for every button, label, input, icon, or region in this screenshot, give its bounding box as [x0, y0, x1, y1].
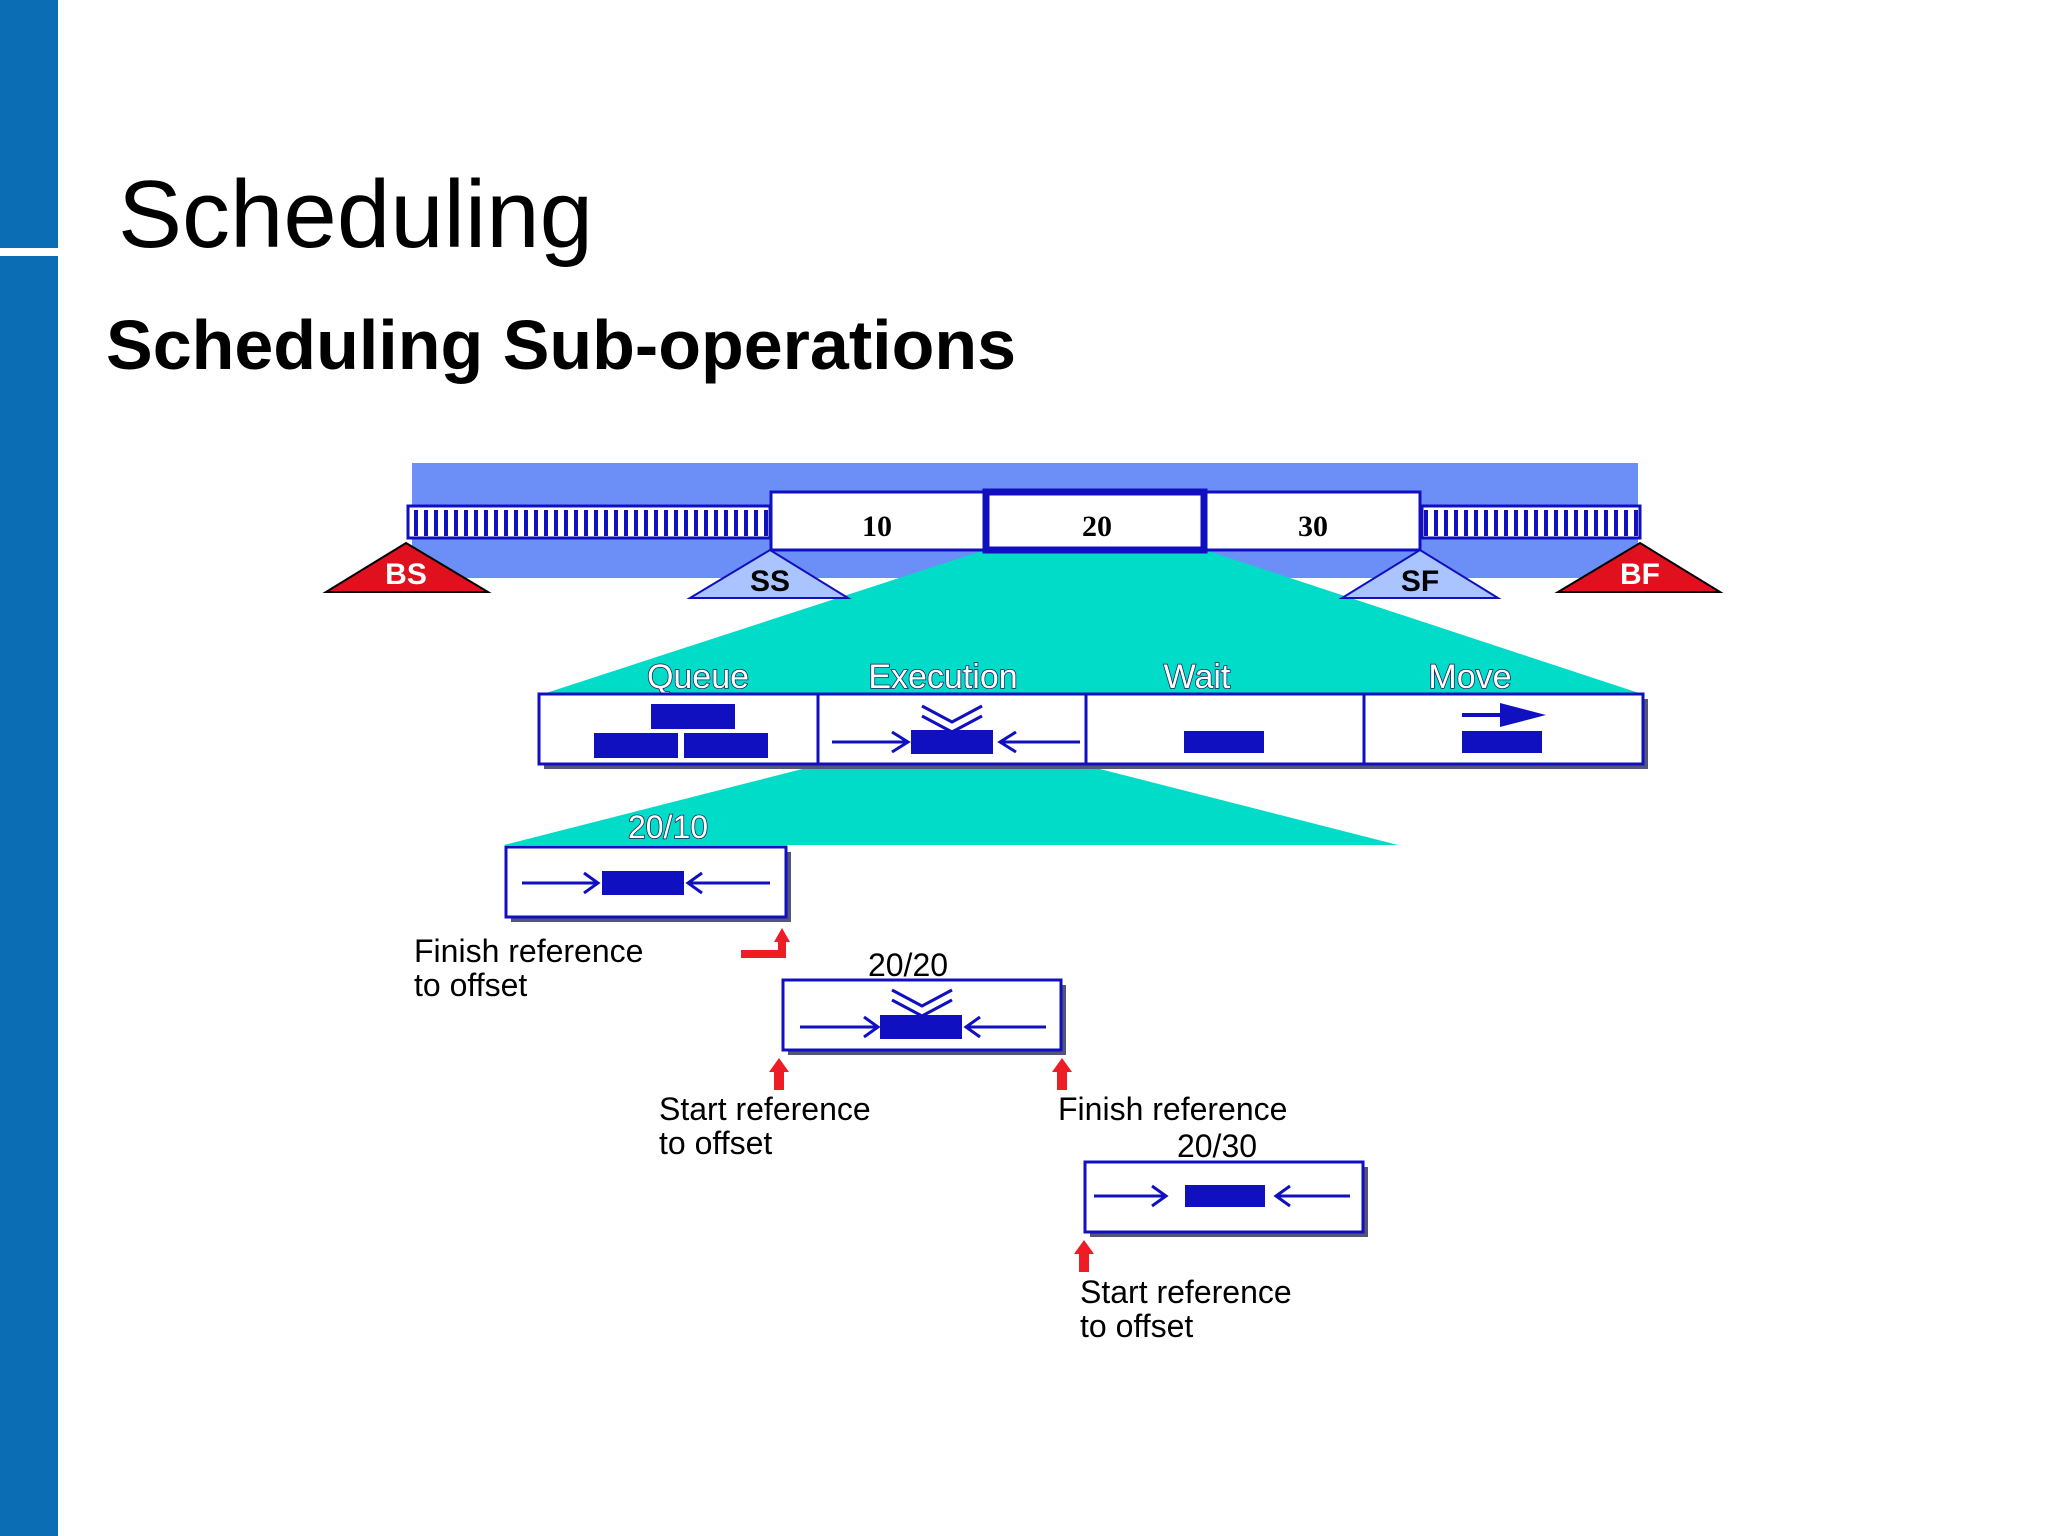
marker-sf-label: SF — [1401, 565, 1439, 598]
offset-20-10-label: 20/10 — [628, 809, 708, 845]
red-up-arrow-icon — [1074, 1240, 1094, 1272]
float-left — [406, 504, 772, 540]
zoom-funnel-2 — [504, 765, 1398, 845]
execution-bar — [911, 730, 993, 754]
start-ref-note-3-line2: to offset — [1080, 1308, 1193, 1344]
subop-move — [1362, 692, 1645, 766]
subop-move-label: Move — [1428, 658, 1511, 696]
operation-10-label: 10 — [862, 510, 892, 543]
offset-box-20-20 — [781, 978, 1066, 1055]
offset-20-20-label: 20/20 — [868, 947, 948, 983]
start-ref-note-line1: Start reference — [659, 1091, 871, 1127]
move-arrow-icon — [1462, 703, 1546, 753]
wait-bar-icon — [1184, 731, 1264, 753]
marker-bf-label: BF — [1620, 558, 1660, 591]
operation-30: 30 — [1204, 490, 1422, 552]
start-ref-note-3-line1: Start reference — [1080, 1274, 1292, 1310]
start-ref-note-line2: to offset — [659, 1125, 772, 1161]
red-up-arrow-icon — [1052, 1058, 1072, 1090]
execution-arrows-icon — [832, 704, 1080, 754]
subop-execution — [816, 692, 1088, 766]
float-right — [1420, 504, 1642, 540]
queue-blocks-icon — [594, 704, 768, 758]
finish-ref-note-line1: Finish reference — [414, 933, 643, 969]
operation-20-label: 20 — [1082, 510, 1112, 543]
zoom-funnel-1 — [540, 550, 1645, 695]
subop-queue — [537, 692, 820, 766]
marker-bf: BF — [1554, 541, 1724, 593]
subop-queue-label: Queue — [647, 658, 749, 696]
offset-box-20-10 — [504, 845, 791, 922]
subop-execution-label: Execution — [868, 658, 1017, 696]
marker-ss: SS — [686, 548, 852, 599]
sidebar-bar — [0, 0, 58, 1536]
offset-20-30-label: 20/30 — [1177, 1128, 1257, 1164]
operation-30-label: 30 — [1298, 510, 1328, 543]
slide-title: Scheduling — [118, 161, 594, 268]
marker-bs: BS — [322, 541, 492, 593]
finish-ref-note-line2: to offset — [414, 967, 527, 1003]
offset-box-20-30 — [1083, 1160, 1368, 1237]
operation-20: 20 — [982, 488, 1208, 554]
subop-wait-label: Wait — [1164, 658, 1231, 696]
sidebar-divider — [0, 248, 58, 256]
finish-ref-note-2: Finish reference — [1058, 1091, 1287, 1127]
operation-10: 10 — [769, 490, 986, 552]
slide-subtitle: Scheduling Sub-operations — [106, 306, 1017, 384]
marker-sf: SF — [1338, 548, 1502, 599]
marker-bs-label: BS — [385, 558, 427, 591]
red-up-arrow-icon — [769, 1058, 789, 1090]
red-up-arrow-icon — [741, 928, 790, 958]
subop-wait — [1084, 692, 1366, 766]
marker-ss-label: SS — [750, 565, 790, 598]
